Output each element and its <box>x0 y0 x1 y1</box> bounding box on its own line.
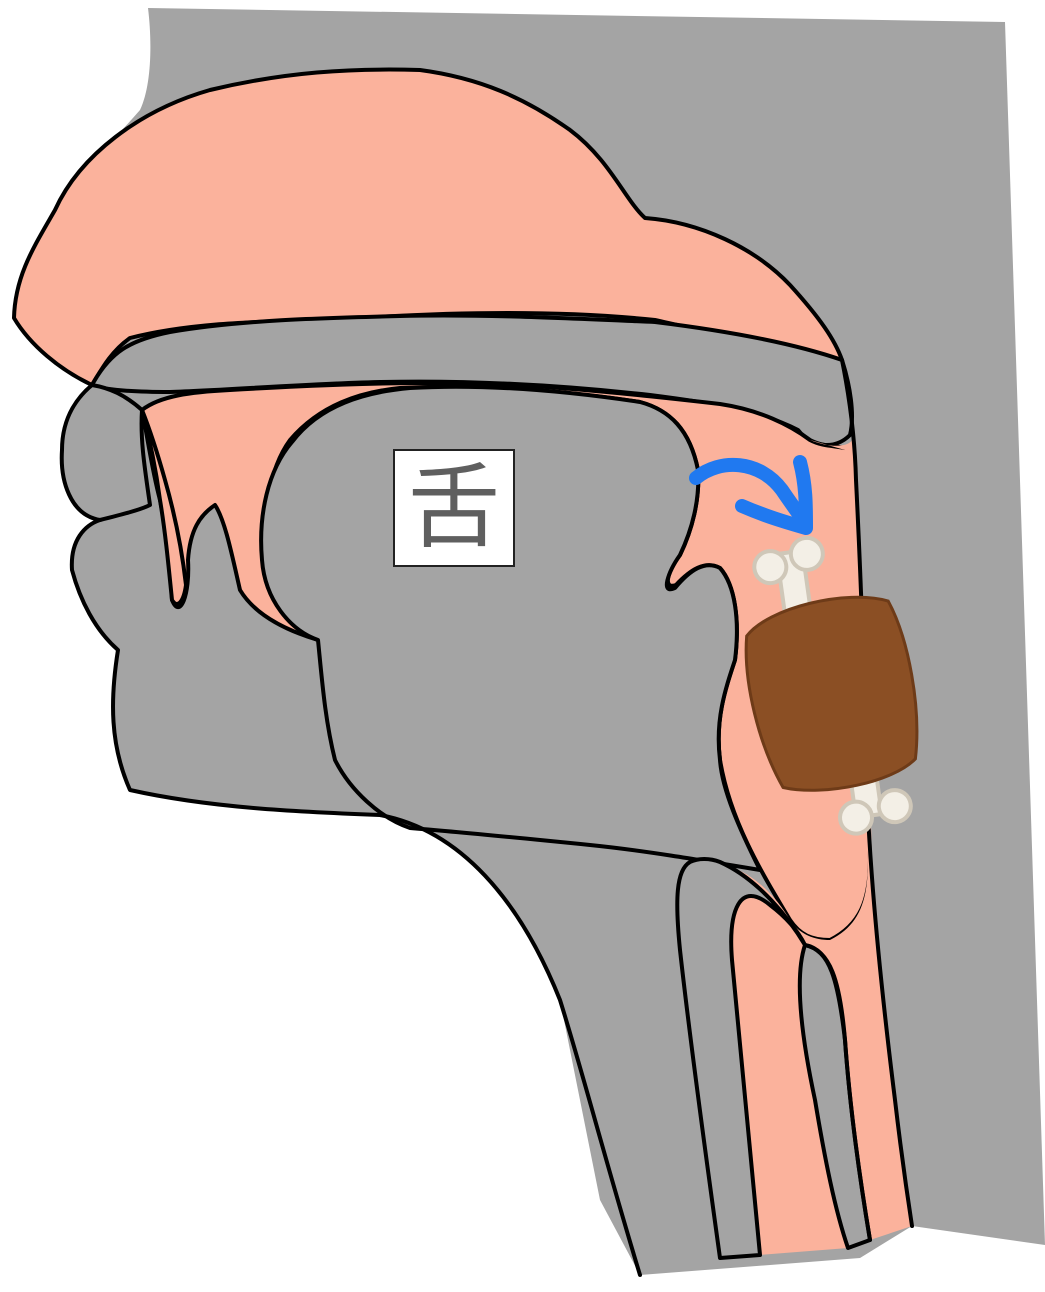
tongue-label-text: 舌 <box>408 462 500 554</box>
upper-lip <box>62 385 150 520</box>
tongue-label: 舌 <box>393 449 515 567</box>
